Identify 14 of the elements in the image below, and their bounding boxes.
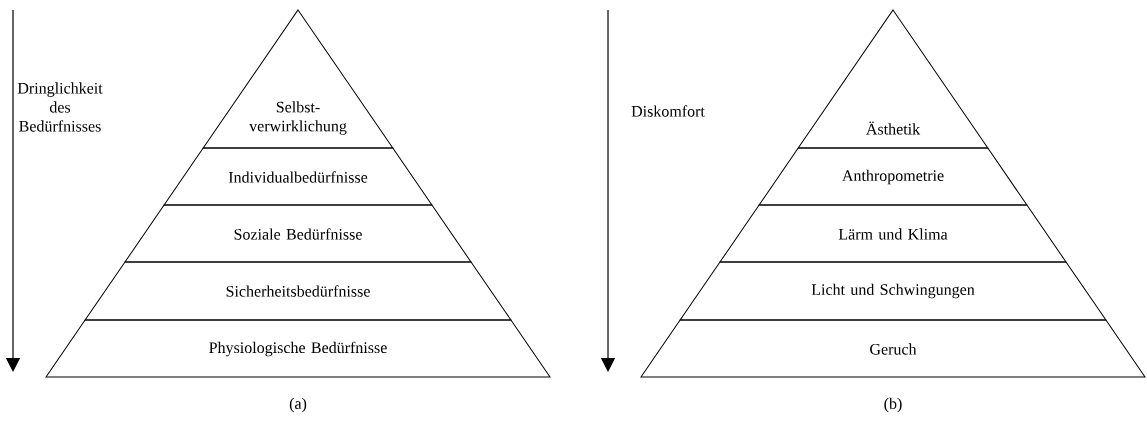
pyramid-band: Individualbedürfnisse bbox=[163, 147, 433, 206]
pyramid-band: Licht und Schwingungen bbox=[679, 261, 1107, 321]
caption-label: (b) bbox=[884, 397, 902, 413]
pyramid-band: Sicherheitsbedürfnisse bbox=[84, 261, 512, 321]
caption-label: (a) bbox=[289, 397, 307, 413]
axis-label: Dringlichkeit des Bedürfnisses bbox=[17, 82, 103, 132]
pyramid-band: Lärm und Klima bbox=[719, 204, 1067, 263]
pyramid-band: Selbst-verwirklichung bbox=[202, 9, 394, 149]
pyramid-band: Anthropometrie bbox=[758, 147, 1028, 206]
pyramid-band: Soziale Bedürfnisse bbox=[124, 204, 472, 263]
pyramid-band: Ästhetik bbox=[797, 9, 989, 149]
pyramid-band: Physiologische Bedürfnisse bbox=[45, 319, 551, 378]
pyramid-band: Geruch bbox=[640, 319, 1146, 378]
axis-label: Diskomfort bbox=[631, 105, 705, 117]
